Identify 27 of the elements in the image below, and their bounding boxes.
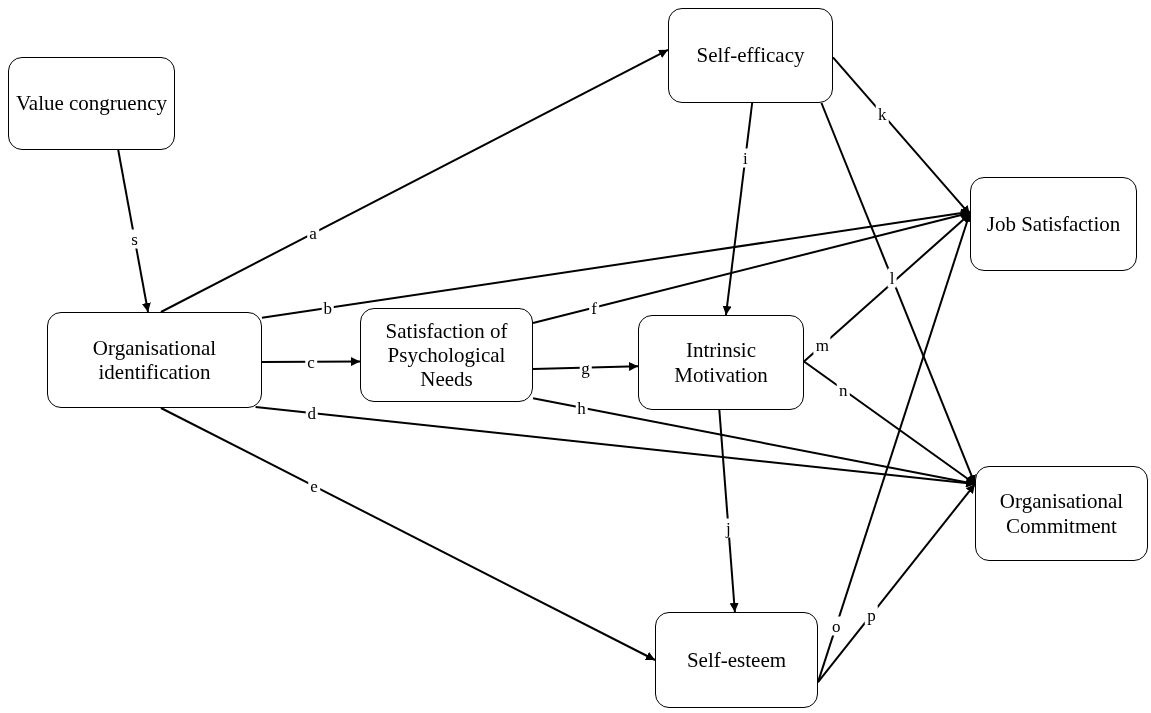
arrow: [803, 212, 971, 363]
construct-box: Intrinsic Motivation: [638, 315, 804, 410]
construct-box: Satisfaction of Psychological Needs: [360, 308, 533, 402]
arrow: [817, 483, 976, 684]
edge-label: m: [813, 335, 831, 355]
arrow: [117, 149, 151, 313]
edge-label: o: [830, 616, 843, 636]
arrow: [159, 48, 669, 313]
edge-label: s: [129, 229, 140, 249]
construct-box: Self-esteem: [655, 612, 818, 708]
construct-box: Value congruency: [8, 57, 175, 150]
edge-label: p: [865, 605, 878, 625]
arrow: [261, 357, 361, 367]
arrow: [532, 210, 971, 325]
arrow: [532, 362, 639, 372]
construct-box: Job Satisfaction: [970, 177, 1137, 271]
edge-label: j: [724, 518, 733, 538]
arrow: [722, 102, 754, 316]
arrow: [718, 409, 739, 613]
construct-box: Organisational Commitment: [975, 466, 1148, 561]
edge-label: k: [876, 104, 889, 124]
arrow: [803, 360, 976, 486]
construct-box: Self-efficacy: [668, 8, 833, 103]
edge-label: i: [741, 148, 750, 168]
construct-box: Organisational identification: [47, 312, 262, 408]
edge-label: l: [887, 268, 897, 288]
arrow: [159, 407, 656, 661]
